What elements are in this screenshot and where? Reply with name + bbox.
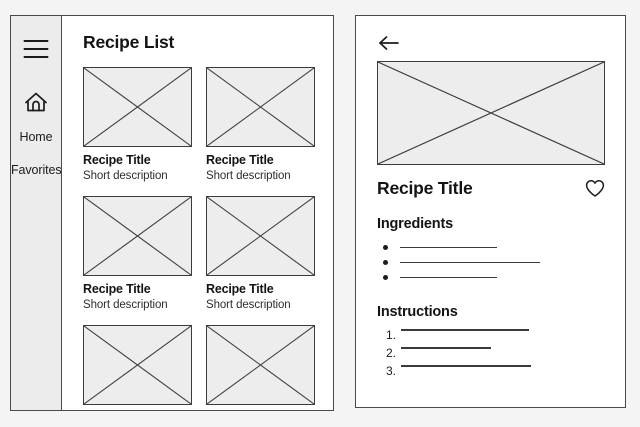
ingredient-placeholder-line <box>400 261 540 264</box>
page-title: Recipe List <box>83 32 175 52</box>
recipe-card[interactable]: Recipe Title Short description <box>83 196 192 311</box>
bullet-icon <box>383 260 388 265</box>
recipe-card-title: Recipe Title <box>206 153 274 167</box>
ingredient-item <box>377 240 605 255</box>
image-placeholder <box>206 325 315 405</box>
ingredients-list <box>377 240 605 285</box>
ingredient-item <box>377 270 605 285</box>
recipe-card[interactable]: Recipe Title Short description <box>206 67 315 182</box>
home-icon[interactable] <box>23 90 49 114</box>
recipe-detail-content: Recipe Title Ingredients Instructio <box>356 16 625 407</box>
image-placeholder <box>83 325 192 405</box>
recipe-list-panel: Home Favorites Recipe List Recipe Title … <box>10 15 334 411</box>
instruction-number: 2. <box>386 346 397 360</box>
recipe-card-title: Recipe Title <box>83 282 151 296</box>
ingredient-item <box>377 255 605 270</box>
recipe-card-description: Short description <box>206 299 291 311</box>
instruction-item: 3. <box>377 364 605 382</box>
arrow-left-icon[interactable] <box>377 34 401 52</box>
bullet-icon <box>383 275 388 280</box>
hamburger-bar <box>23 47 49 51</box>
recipe-card[interactable]: Recipe Title Short description <box>83 67 192 182</box>
hamburger-menu-icon[interactable] <box>23 40 49 58</box>
recipe-card[interactable] <box>83 325 192 405</box>
recipe-detail-header: Recipe Title <box>377 178 605 199</box>
sidebar-item-favorites[interactable]: Favorites <box>11 163 62 177</box>
instruction-placeholder-line <box>401 347 491 349</box>
image-placeholder <box>206 67 315 147</box>
instruction-number: 3. <box>386 364 397 378</box>
recipe-card-description: Short description <box>83 170 168 182</box>
image-placeholder <box>83 67 192 147</box>
recipe-card[interactable]: Recipe Title Short description <box>206 196 315 311</box>
instruction-item: 2. <box>377 346 605 364</box>
recipe-card-description: Short description <box>83 299 168 311</box>
recipe-detail-title: Recipe Title <box>377 178 473 198</box>
sidebar: Home Favorites <box>11 16 62 410</box>
hamburger-bar <box>23 40 49 43</box>
recipe-card-grid: Recipe Title Short description Recipe Ti… <box>83 67 321 405</box>
sidebar-item-home[interactable]: Home <box>19 130 53 144</box>
recipe-card-title: Recipe Title <box>206 282 274 296</box>
instruction-item: 1. <box>377 328 605 346</box>
ingredients-heading: Ingredients <box>377 216 453 232</box>
hero-image-placeholder <box>377 61 605 165</box>
instructions-list: 1. 2. 3. <box>377 328 605 382</box>
recipe-detail-panel: Recipe Title Ingredients Instructio <box>355 15 626 408</box>
hamburger-bar <box>23 55 49 58</box>
instruction-placeholder-line <box>401 365 531 367</box>
image-placeholder <box>206 196 315 276</box>
image-placeholder <box>83 196 192 276</box>
recipe-card-title: Recipe Title <box>83 153 151 167</box>
ingredient-placeholder-line <box>400 276 497 279</box>
instruction-number: 1. <box>386 328 397 342</box>
heart-outline-icon[interactable] <box>585 179 605 198</box>
recipe-card-description: Short description <box>206 170 291 182</box>
bullet-icon <box>383 245 388 250</box>
recipe-list-content: Recipe List Recipe Title Short descripti… <box>62 16 333 410</box>
ingredient-placeholder-line <box>400 246 497 249</box>
instructions-heading: Instructions <box>377 304 458 320</box>
recipe-card[interactable] <box>206 325 315 405</box>
instruction-placeholder-line <box>401 329 529 331</box>
